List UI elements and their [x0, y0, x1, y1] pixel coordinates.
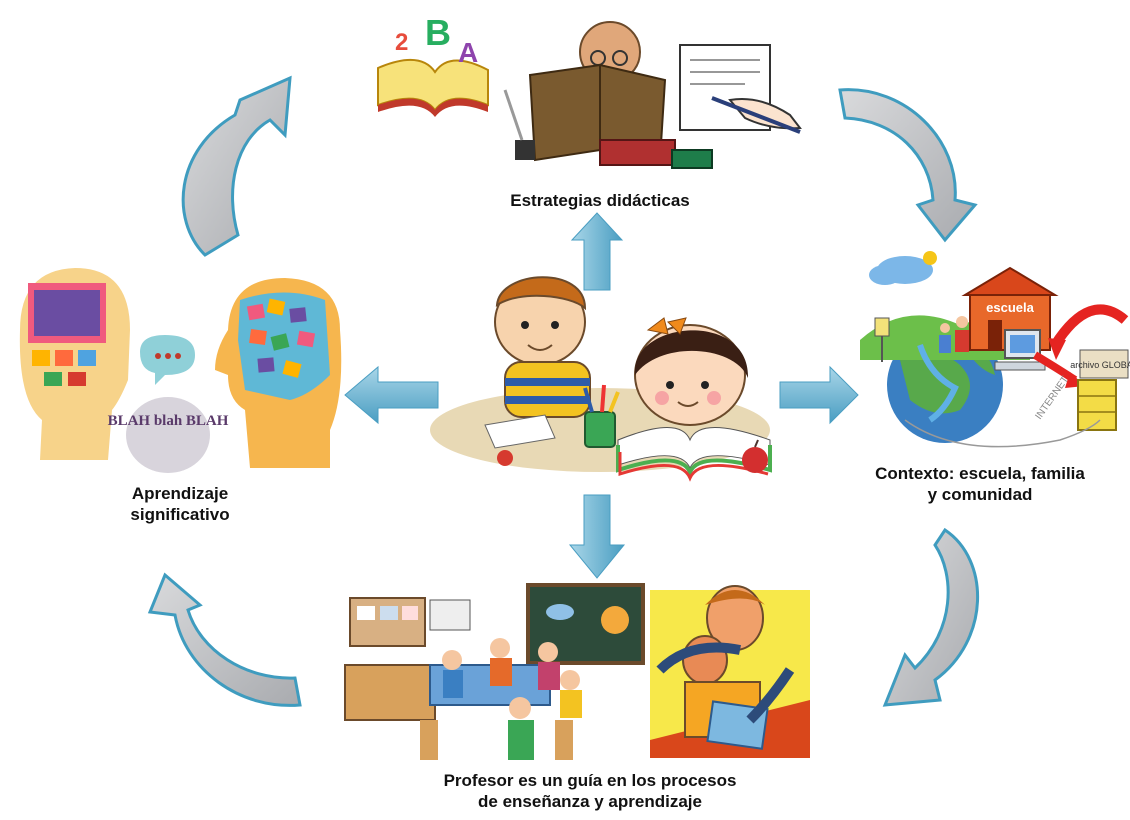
- center-children-illustration: [430, 276, 772, 482]
- label-estrategias-didacticas: Estrategias didácticas: [470, 190, 730, 211]
- archive-text: archivo GLOBAL: [1070, 360, 1130, 370]
- label-aprendizaje-significativo: Aprendizaje significativo: [95, 483, 265, 525]
- letter-a: A: [458, 37, 478, 68]
- center-arrow-down: [568, 494, 626, 579]
- label-contexto: Contexto: escuela, familia y comunidad: [840, 463, 1120, 505]
- right-context-illustration: escuela archivo GLOBAL INTERNET: [860, 251, 1130, 448]
- letter-b: B: [425, 12, 451, 53]
- label-right-line1: Contexto: escuela, familia: [875, 464, 1085, 483]
- blah-text: BLAH blah BLAH: [108, 413, 229, 429]
- label-right-line2: y comunidad: [927, 485, 1033, 504]
- label-top-text: Estrategias didácticas: [510, 191, 690, 210]
- bottom-teacher-illustration: [344, 583, 810, 760]
- center-arrow-left: [344, 365, 439, 425]
- label-bottom-line2: de enseñanza y aprendizaje: [478, 792, 702, 811]
- cycle-arrow-top-right: [838, 88, 978, 243]
- center-arrow-right: [779, 365, 859, 425]
- cycle-arrow-bottom-right: [882, 527, 980, 707]
- left-learning-illustration: BLAH blah BLAH: [19, 268, 342, 473]
- label-left-line2: significativo: [130, 505, 230, 524]
- cycle-arrow-top-left: [181, 75, 292, 257]
- label-bottom-line1: Profesor es un guía en los procesos: [443, 771, 737, 790]
- internet-text: INTERNET: [1033, 374, 1071, 421]
- cycle-arrow-bottom-left: [147, 572, 302, 707]
- label-left-line1: Aprendizaje: [131, 484, 229, 503]
- label-profesor-guia: Profesor es un guía en los procesos de e…: [380, 770, 800, 812]
- center-arrow-up: [570, 212, 624, 291]
- school-sign-text: escuela: [986, 300, 1034, 315]
- top-strategies-illustration: 2 B A: [377, 12, 802, 169]
- letter-2: 2: [395, 29, 408, 56]
